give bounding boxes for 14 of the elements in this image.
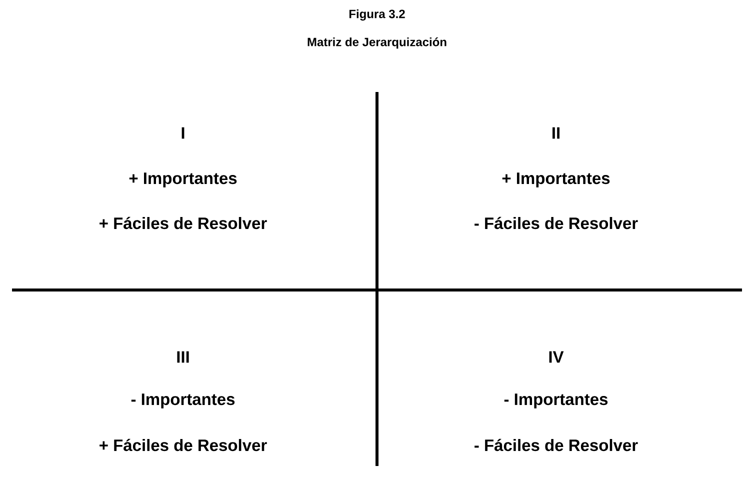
title: Matriz de Jerarquización: [308, 37, 446, 49]
quadrant-text: + Importantes: [129, 172, 237, 188]
quadrant-text: + Fáciles de Resolver: [100, 216, 267, 230]
quadrant-text: - Importantes: [504, 394, 608, 408]
figure-number: Figura 3.2: [349, 9, 405, 21]
quadrant-text: + Fáciles de Resolver: [100, 438, 267, 452]
quadrant-numeral: I: [182, 127, 184, 139]
quadrant-numeral: IV: [549, 351, 564, 363]
quadrant-numeral: II: [552, 127, 560, 139]
quadrant-text: + Importantes: [502, 172, 610, 188]
quadrant-numeral: III: [177, 351, 189, 363]
quadrant-text: - Fáciles de Resolver: [474, 438, 638, 452]
quadrant-text: - Fáciles de Resolver: [474, 216, 638, 230]
quadrant-text: - Importantes: [131, 394, 235, 408]
